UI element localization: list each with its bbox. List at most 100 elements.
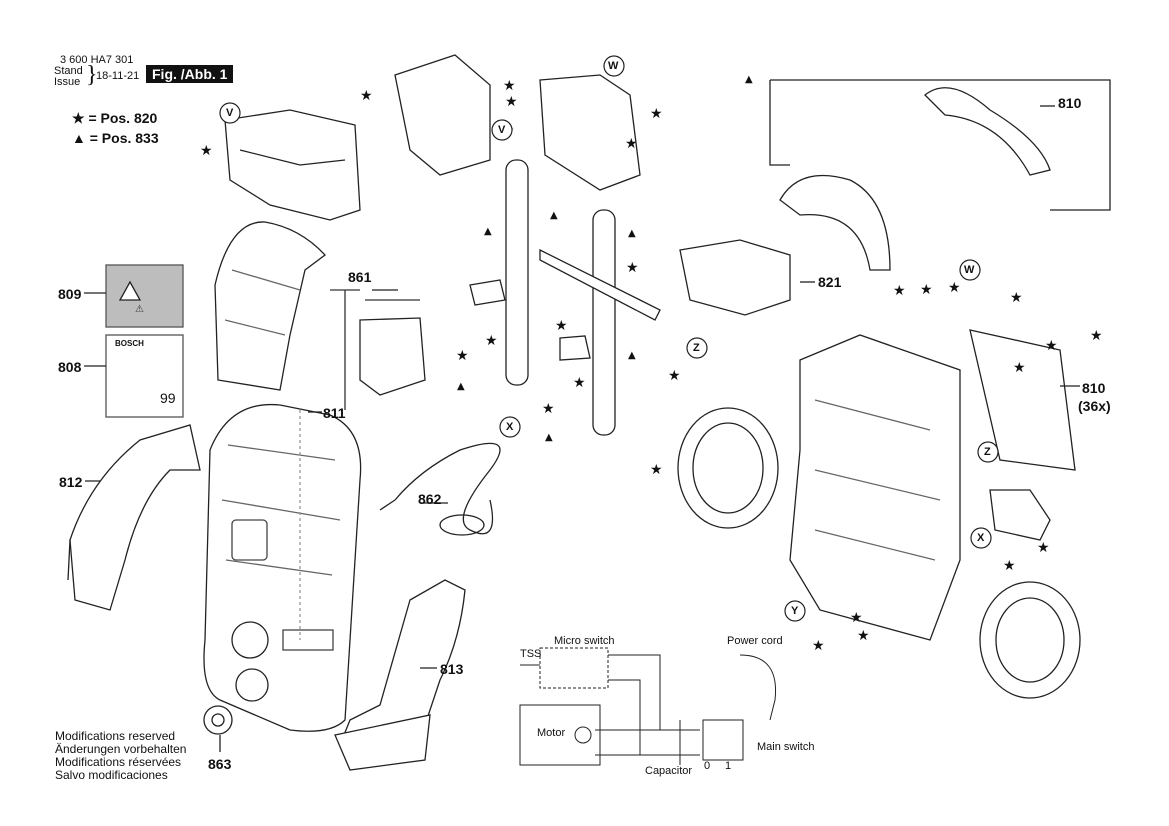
callout-z: Z (693, 342, 700, 354)
star-marker: ★ (948, 280, 961, 296)
callout-w: W (964, 264, 975, 276)
star-marker: ★ (650, 106, 663, 122)
wiring-main-switch: Main switch (757, 741, 815, 753)
right-frame-panel (969, 329, 1076, 471)
pos-810-quantity: (36x) (1078, 398, 1111, 414)
star-marker: ★ (893, 283, 906, 299)
star-marker: ★ (1013, 360, 1026, 376)
brace-glyph: } (86, 62, 98, 88)
star-marker: ★ (573, 375, 586, 391)
pos-821: 821 (818, 274, 842, 290)
wiring-tss: TSS (520, 648, 542, 660)
wheel-left (677, 407, 779, 529)
star-marker: ★ (456, 348, 469, 364)
star-marker: ★ (626, 260, 639, 276)
rating-label-808 (105, 334, 184, 418)
star-marker: ★ (1003, 558, 1016, 574)
wiring-switch-0: 0 (704, 760, 711, 772)
label-808-rating: 99 (160, 390, 176, 406)
star-marker: ★ (542, 401, 555, 417)
star-marker: ★ (503, 78, 516, 94)
star-marker: ★ (1037, 540, 1050, 556)
callout-z: Z (984, 446, 991, 458)
star-marker: ★ (485, 333, 498, 349)
star-marker: ★ (850, 610, 863, 626)
wiring-power-cord: Power cord (727, 635, 783, 647)
pos-863: 863 (208, 756, 232, 772)
triangle-marker: ▲ (545, 432, 553, 443)
star-marker: ★ (505, 94, 518, 110)
callout-v: V (498, 124, 506, 136)
star-marker: ★ (625, 136, 638, 152)
callout-y: Y (791, 605, 799, 617)
pos-862: 862 (418, 491, 442, 507)
legend-triangle: ▲ = Pos. 833 (72, 130, 159, 146)
latch-821 (679, 239, 791, 316)
accessory-basket (224, 109, 361, 221)
stand-issue-label: Stand Issue (54, 66, 83, 88)
callout-z-circle (686, 337, 708, 359)
top-cover (214, 221, 326, 391)
callout-v: V (226, 107, 234, 119)
rear-housing-v (394, 54, 491, 176)
callout-v-circle (219, 102, 241, 124)
motor-861 (359, 317, 426, 396)
star-marker: ★ (360, 88, 373, 104)
wiring-motor: Motor (537, 727, 566, 739)
handle-810 (779, 174, 891, 271)
document-number: 3 600 HA7 301 (60, 54, 134, 66)
callout-v-circle (491, 119, 513, 141)
wiring-capacitor: Capacitor (645, 765, 693, 777)
knob-863 (203, 705, 233, 735)
wiring-diagram (519, 647, 777, 766)
pos-809: 809 (58, 286, 82, 302)
triangle-marker: ▲ (745, 74, 753, 85)
star-marker: ★ (1090, 328, 1103, 344)
chassis-frame (789, 334, 961, 641)
modifications-es: Salvo modificaciones (55, 768, 168, 782)
pos-808: 808 (58, 359, 82, 375)
tube-left (505, 159, 529, 386)
star-marker: ★ (812, 638, 825, 654)
callout-w-circle (603, 55, 625, 77)
callout-y-circle (784, 600, 806, 622)
triangle-marker: ▲ (628, 350, 636, 361)
issue-date: 18-11-21 (96, 70, 140, 82)
callout-x: X (977, 532, 985, 544)
star-marker: ★ (200, 143, 213, 159)
pos-812: 812 (59, 474, 83, 490)
callout-x: X (506, 421, 514, 433)
modifications-en: Modifications reserved (55, 729, 176, 743)
rear-housing-w (539, 74, 641, 191)
triangle-marker: ▲ (628, 228, 636, 239)
callout-x-circle (499, 416, 521, 438)
callout-z-circle (977, 441, 999, 463)
star-marker: ★ (1045, 338, 1058, 354)
stand-label: Stand (54, 65, 83, 77)
triangle-marker: ▲ (484, 226, 492, 237)
pos-810: 810 (1058, 95, 1082, 111)
pos-811: 811 (323, 405, 346, 421)
callout-w-circle (959, 259, 981, 281)
star-marker: ★ (650, 462, 663, 478)
wiring-switch-1: 1 (725, 760, 732, 772)
label-808-brand: BOSCH (115, 339, 144, 348)
star-marker: ★ (1010, 290, 1023, 306)
wheel-right (979, 581, 1081, 699)
callout-x-circle (970, 527, 992, 549)
wiring-micro-switch: Micro switch (554, 635, 615, 647)
modifications-fr: Modifications réservées (55, 755, 182, 769)
tube-right (592, 209, 616, 436)
star-marker: ★ (668, 368, 681, 384)
pos-861: 861 (348, 269, 372, 285)
power-cord-862 (379, 442, 501, 535)
triangle-marker: ▲ (550, 210, 558, 221)
issue-label: Issue (54, 76, 81, 88)
side-panel-812 (69, 424, 201, 611)
star-marker: ★ (920, 282, 933, 298)
pos-813: 813 (440, 661, 464, 677)
triangle-marker: ▲ (457, 381, 465, 392)
star-marker: ★ (857, 628, 870, 644)
modifications-de: Änderungen vorbehalten (55, 742, 187, 756)
